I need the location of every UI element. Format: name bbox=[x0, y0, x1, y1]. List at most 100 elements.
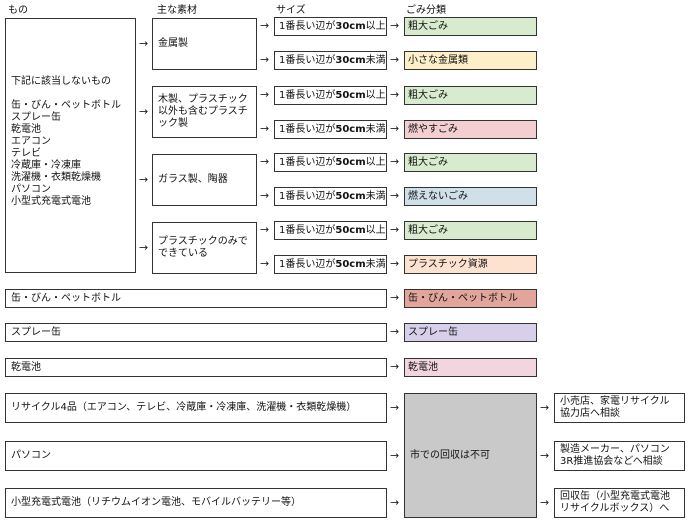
arrow-icon: → bbox=[390, 325, 400, 338]
size-suffix: 以上 bbox=[365, 20, 386, 32]
material-glass: ガラス製、陶器 bbox=[152, 154, 257, 206]
arrow-icon: → bbox=[390, 223, 400, 236]
direct-item: 缶・びん・ペットボトル bbox=[5, 289, 387, 308]
arrow-icon: → bbox=[390, 449, 400, 462]
arrow-icon: → bbox=[390, 189, 400, 202]
category-badge: 粗大ごみ bbox=[404, 17, 537, 36]
item-label: パソコン bbox=[11, 450, 51, 461]
arrow-icon: → bbox=[390, 122, 400, 135]
other-item: エアコン bbox=[11, 136, 51, 147]
arrow-icon: → bbox=[390, 291, 400, 304]
size-suffix: 以上 bbox=[365, 156, 386, 168]
category-badge: 小さな金属類 bbox=[404, 51, 537, 70]
destination-label: 製造メーカー、パソコン3R推進協会などへ相談 bbox=[560, 444, 670, 467]
arrow-icon: → bbox=[139, 37, 149, 50]
arrow-icon: → bbox=[260, 53, 270, 66]
arrow-icon: → bbox=[390, 360, 400, 373]
arrow-icon: → bbox=[390, 19, 400, 32]
size-suffix: 未満 bbox=[365, 54, 386, 66]
size-suffix: 未満 bbox=[365, 190, 386, 202]
header-material: 主な素材 bbox=[157, 5, 197, 16]
size-prefix: 1番長い辺が bbox=[279, 258, 336, 270]
size-value: 50cm bbox=[335, 190, 366, 202]
arrow-icon: → bbox=[540, 449, 550, 462]
arrow-icon: → bbox=[260, 19, 270, 32]
other-items-list: 缶・びん・ペットボトルスプレー缶乾電池エアコンテレビ冷蔵庫・冷凍庫洗濯機・衣類乾… bbox=[11, 100, 130, 208]
destination-label: 回収缶（小型充電式電池リサイクルボックス）へ bbox=[560, 491, 670, 514]
item-label: リサイクル4品（エアコン、テレビ、冷蔵庫・冷凍庫、洗濯機・衣類乾燥機） bbox=[11, 402, 357, 413]
arrow-icon: → bbox=[260, 257, 270, 270]
size-prefix: 1番長い辺が bbox=[279, 156, 336, 168]
category-badge: 燃やすごみ bbox=[404, 120, 537, 139]
size-value: 30cm bbox=[335, 54, 366, 66]
size-value: 50cm bbox=[335, 224, 366, 236]
material-label: 金属製 bbox=[158, 38, 188, 49]
recycle-4-items-box: リサイクル4品（エアコン、テレビ、冷蔵庫・冷凍庫、洗濯機・衣類乾燥機） bbox=[5, 393, 387, 423]
not-collected-box: 市での回収は不可 bbox=[404, 393, 537, 518]
material-label: 木製、プラスチック以外も含むプラスチック製 bbox=[158, 94, 248, 129]
size-suffix: 以上 bbox=[365, 89, 386, 101]
other-item: 冷蔵庫・冷凍庫 bbox=[11, 160, 81, 171]
arrow-icon: → bbox=[260, 88, 270, 101]
arrow-icon: → bbox=[260, 122, 270, 135]
not-collected-label: 市での回収は不可 bbox=[410, 449, 490, 461]
direct-item: 乾電池 bbox=[5, 358, 387, 377]
destination-label: 小売店、家電リサイクル協力店へ相談 bbox=[560, 396, 670, 419]
size-prefix: 1番長い辺が bbox=[279, 224, 336, 236]
other-item: 乾電池 bbox=[11, 124, 41, 135]
header-size: サイズ bbox=[276, 5, 306, 16]
material-label: プラスチックのみでできている bbox=[158, 236, 248, 259]
category-badge: 缶・びん・ペットボトル bbox=[404, 289, 537, 308]
material-plastic-only: プラスチックのみでできている bbox=[152, 222, 257, 274]
size-suffix: 未満 bbox=[365, 123, 386, 135]
arrow-icon: → bbox=[139, 241, 149, 254]
category-badge: プラスチック資源 bbox=[404, 255, 537, 274]
arrow-icon: → bbox=[390, 155, 400, 168]
material-metal: 金属製 bbox=[152, 18, 257, 70]
size-value: 50cm bbox=[335, 123, 366, 135]
size-prefix: 1番長い辺が bbox=[279, 123, 336, 135]
destination-manufacturer: 製造メーカー、パソコン3R推進協会などへ相談 bbox=[554, 441, 685, 471]
arrow-icon: → bbox=[540, 496, 550, 509]
arrow-icon: → bbox=[390, 401, 400, 414]
size-value: 30cm bbox=[335, 20, 366, 32]
size-prefix: 1番長い辺が bbox=[279, 190, 336, 202]
material-wood-plastic: 木製、プラスチック以外も含むプラスチック製 bbox=[152, 86, 257, 138]
arrow-icon: → bbox=[540, 401, 550, 414]
category-badge: 乾電池 bbox=[404, 358, 537, 377]
size-prefix: 1番長い辺が bbox=[279, 89, 336, 101]
other-item: テレビ bbox=[11, 148, 41, 159]
category-badge: 粗大ごみ bbox=[404, 153, 537, 172]
size-value: 50cm bbox=[335, 89, 366, 101]
size-suffix: 以上 bbox=[365, 224, 386, 236]
size-suffix: 未満 bbox=[365, 258, 386, 270]
header-items: もの bbox=[8, 5, 28, 16]
other-item: スプレー缶 bbox=[11, 112, 61, 123]
destination-collection-box: 回収缶（小型充電式電池リサイクルボックス）へ bbox=[554, 488, 685, 518]
pc-box: パソコン bbox=[5, 441, 387, 471]
other-item: パソコン bbox=[11, 184, 51, 195]
item-label: 小型充電式電池（リチウムイオン電池、モバイルバッテリー等） bbox=[11, 497, 301, 508]
material-label: ガラス製、陶器 bbox=[158, 174, 228, 185]
arrow-icon: → bbox=[390, 257, 400, 270]
other-item: 小型式充電式電池 bbox=[11, 196, 91, 207]
other-items-title: 下記に該当しないもの bbox=[11, 76, 111, 87]
size-value: 50cm bbox=[335, 156, 366, 168]
small-battery-box: 小型充電式電池（リチウムイオン電池、モバイルバッテリー等） bbox=[5, 488, 387, 518]
arrow-icon: → bbox=[139, 105, 149, 118]
category-badge: スプレー缶 bbox=[404, 323, 537, 342]
category-badge: 粗大ごみ bbox=[404, 221, 537, 240]
arrow-icon: → bbox=[390, 496, 400, 509]
other-items-box: 下記に該当しないもの 缶・びん・ペットボトルスプレー缶乾電池エアコンテレビ冷蔵庫… bbox=[5, 18, 136, 273]
other-item: 缶・びん・ペットボトル bbox=[11, 100, 121, 111]
other-item: 洗濯機・衣類乾燥機 bbox=[11, 172, 101, 183]
category-badge: 粗大ごみ bbox=[404, 86, 537, 105]
arrow-icon: → bbox=[260, 189, 270, 202]
destination-retailer: 小売店、家電リサイクル協力店へ相談 bbox=[554, 393, 685, 423]
